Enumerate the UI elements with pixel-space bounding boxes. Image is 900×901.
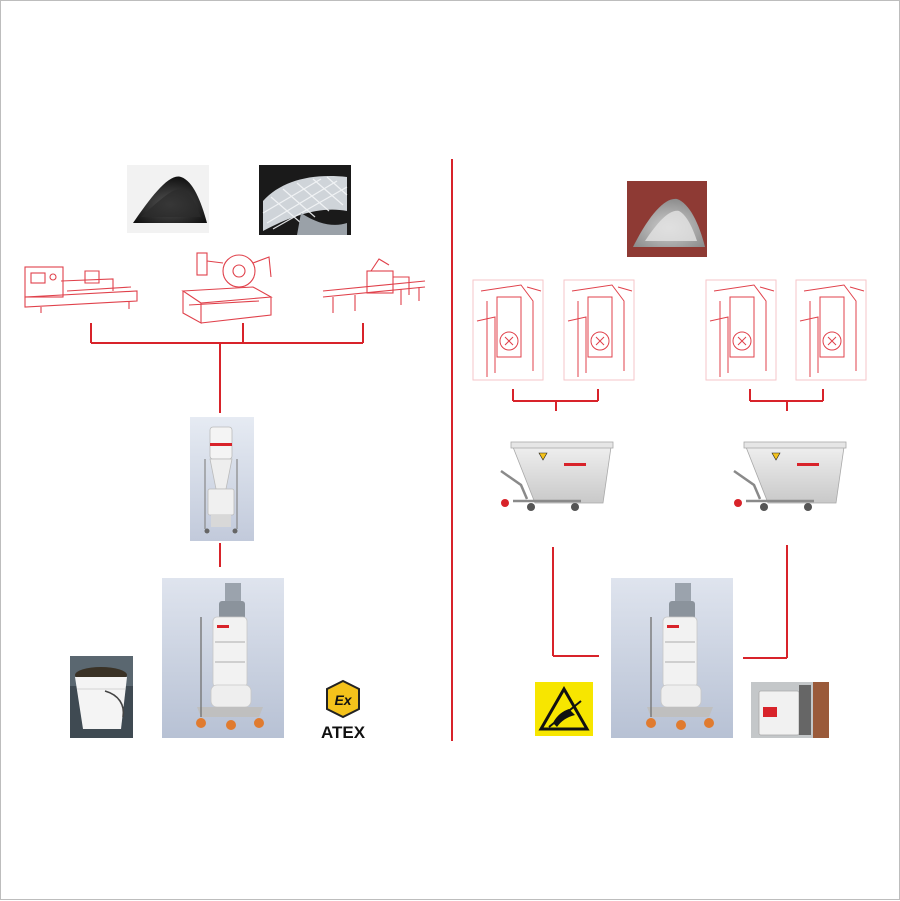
- black-granules-photo: [127, 165, 209, 233]
- atex-explosion-protection-icon: [326, 679, 360, 719]
- sanding-machine-sketch-1: [472, 279, 544, 381]
- esd-warning-sign: [535, 682, 593, 736]
- sanding-machine-sketch-4: [795, 279, 867, 381]
- woven-fiber-fabric-photo: [259, 165, 351, 235]
- cutting-machine-sketch-2: [181, 252, 273, 324]
- atex-badge: Ex ATEX: [321, 679, 366, 742]
- tipping-bin-2: [733, 441, 847, 511]
- cutting-machine-sketch-3: [322, 258, 426, 313]
- esd-protection-icon: [538, 685, 590, 731]
- atex-label: ATEX: [321, 723, 366, 742]
- industrial-vacuum-photo-right: [611, 578, 733, 738]
- bag-filter-unit-photo: [751, 682, 829, 738]
- industrial-vacuum-photo-left: [162, 578, 284, 738]
- residue-bucket-photo: [70, 656, 133, 738]
- sanding-machine-sketch-3: [705, 279, 777, 381]
- atex-symbol: Ex: [334, 692, 352, 708]
- bin-to-vacuum-connectors: [552, 545, 788, 659]
- cyclone-separator-photo: [190, 417, 254, 541]
- grey-powder-photo: [627, 181, 707, 257]
- sanding-machine-sketch-2: [563, 279, 635, 381]
- cutting-machine-sketch-1: [24, 266, 138, 313]
- left-machine-connector: [90, 323, 364, 567]
- tipping-bin-1: [500, 441, 614, 511]
- right-machine-connectors: [512, 389, 824, 411]
